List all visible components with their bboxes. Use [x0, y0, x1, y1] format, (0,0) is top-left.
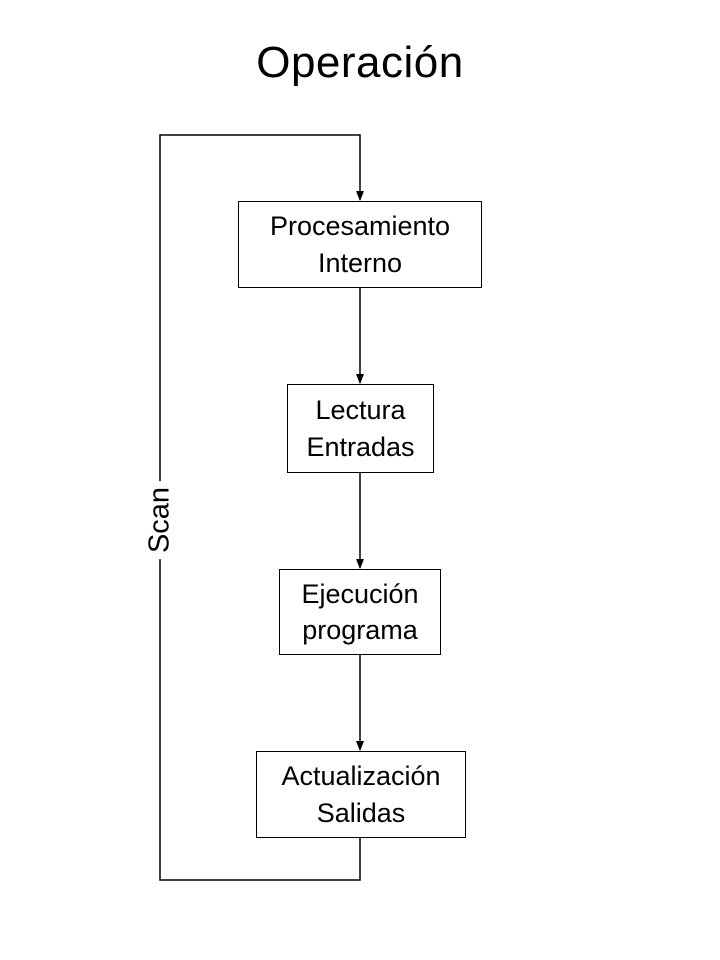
box-procesamiento-interno: Procesamiento Interno [238, 201, 482, 288]
box-lectura-line2: Entradas [306, 431, 415, 462]
box-lectura-line1: Lectura [315, 395, 406, 426]
box-ejecucion-programa: Ejecución programa [279, 569, 441, 655]
box-lectura-entradas: Lectura Entradas [287, 384, 434, 473]
box-actualizacion-line2: Salidas [316, 797, 406, 828]
scan-label: Scan [143, 480, 177, 560]
box-ejecucion-line1: Ejecución [301, 578, 419, 609]
box-procesamiento-line2: Interno [317, 247, 403, 278]
box-actualizacion-salidas: Actualización Salidas [256, 751, 466, 838]
box-ejecucion-line2: programa [302, 615, 418, 645]
box-procesamiento-line1: Procesamiento [269, 211, 451, 242]
box-actualizacion-line1: Actualización [281, 761, 441, 792]
diagram-title: Operación [256, 38, 464, 87]
